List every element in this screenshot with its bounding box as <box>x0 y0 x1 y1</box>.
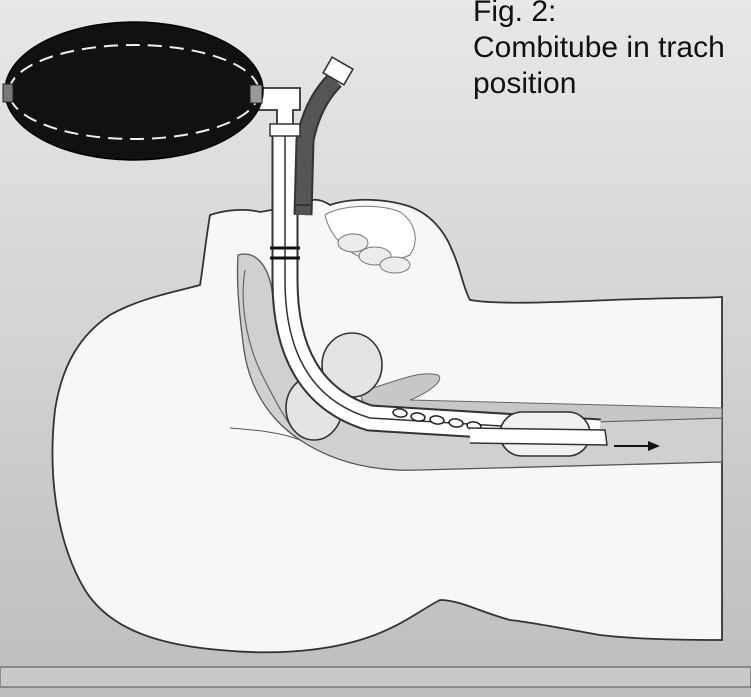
bag-right-nozzle <box>250 85 262 103</box>
distal-tube-tip <box>470 428 607 445</box>
figure-caption: Fig. 2: Combitube in trach position <box>473 0 751 102</box>
bag-left-nozzle <box>3 84 13 102</box>
t-connector-collar <box>270 124 300 136</box>
caption-line-2: position <box>473 66 751 102</box>
caption-line-1: Combitube in trach <box>473 30 751 66</box>
floor-strip <box>0 667 751 687</box>
t-connector <box>258 88 300 128</box>
figure-label: Fig. 2: <box>473 0 751 30</box>
